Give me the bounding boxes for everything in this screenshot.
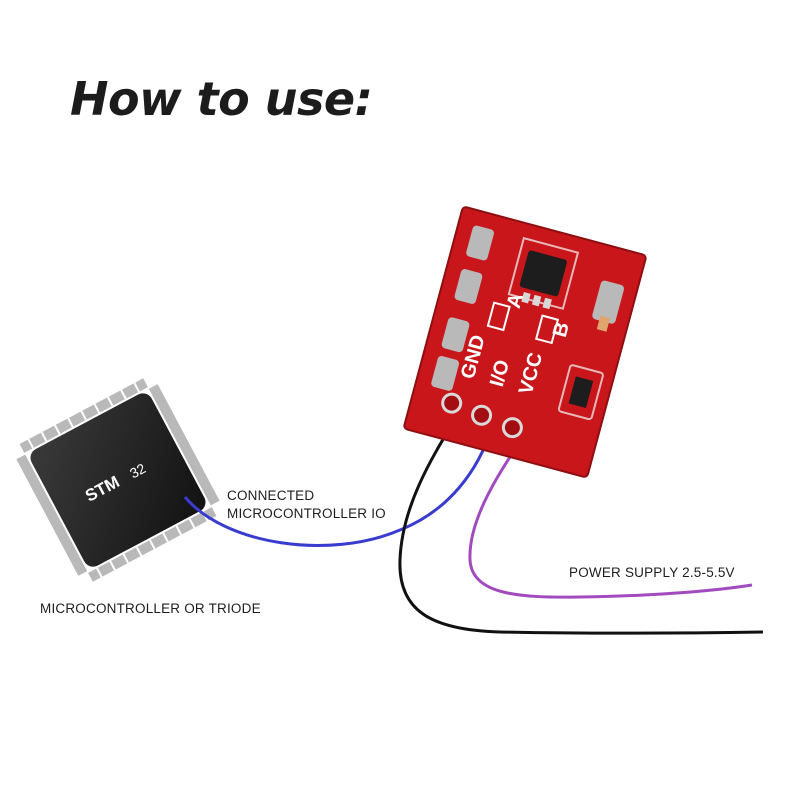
- power-wire: [468, 431, 753, 599]
- connected-io-label-line1: CONNECTED: [227, 488, 315, 503]
- microcontroller-label: MICROCONTROLLER OR TRIODE: [40, 601, 261, 616]
- black-wire: [398, 407, 764, 635]
- io-wire: [183, 427, 494, 547]
- page-title: How to use:: [70, 72, 373, 126]
- connected-io-label-line2: MICROCONTROLLER IO: [227, 506, 386, 521]
- chip-model-label: 32: [127, 460, 148, 482]
- connected-io-label: CONNECTED MICROCONTROLLER IO: [227, 487, 386, 523]
- jumper-a-label: A: [503, 291, 528, 311]
- power-supply-label: POWER SUPPLY 2.5-5.5V: [569, 565, 735, 580]
- microcontroller-chip: STM 32: [16, 378, 220, 582]
- touch-sensor-board: A B GND I/O VCC: [403, 206, 647, 478]
- jumper-b-label: B: [549, 320, 574, 340]
